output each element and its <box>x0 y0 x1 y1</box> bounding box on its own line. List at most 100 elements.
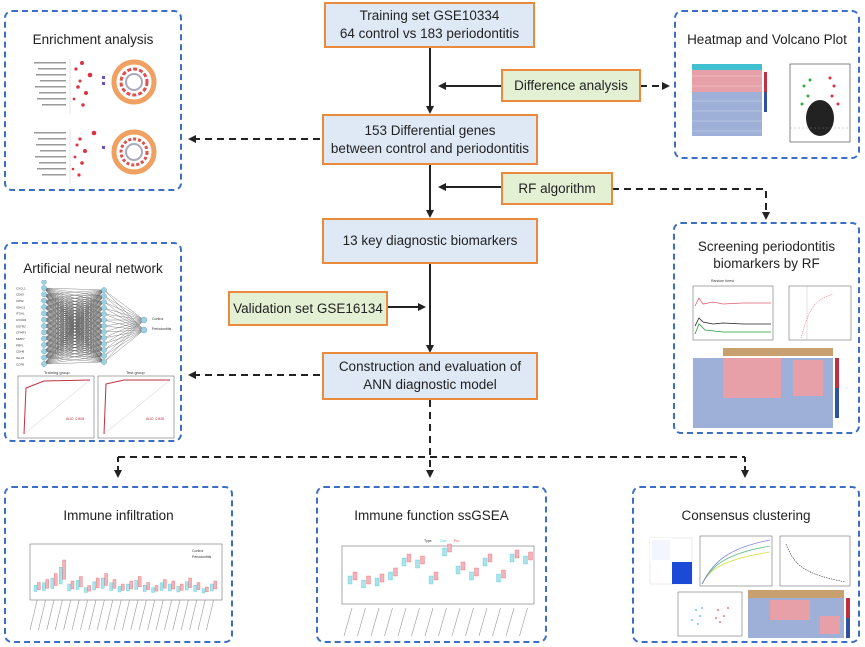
ann-line-1: Construction and evaluation of <box>338 359 522 374</box>
infil-box-control <box>75 580 80 590</box>
roc-test-auc: AUC: 0.828 <box>146 417 164 421</box>
ann-hidden-node <box>101 305 107 311</box>
infil-tick <box>206 599 214 631</box>
type-legend-con: Con <box>440 539 446 543</box>
func-tick <box>384 607 393 637</box>
infil-tick <box>63 599 72 631</box>
infil-tick <box>189 599 198 631</box>
infil-tick <box>71 599 80 631</box>
ann-gene-label: IGLL5 <box>16 356 25 360</box>
ann-hidden-node <box>101 329 107 335</box>
ann-gene-label: CXCR4 <box>16 318 27 322</box>
infil-box-control <box>126 583 130 592</box>
func-box-con <box>523 555 528 565</box>
infil-box-periodontitis <box>154 585 159 592</box>
func-box-pro <box>433 571 439 581</box>
ann-input-node <box>41 291 47 298</box>
infil-tick <box>80 599 88 631</box>
func-tick <box>424 607 434 637</box>
func-box-pro <box>447 543 452 553</box>
func-tick <box>492 607 501 637</box>
ann-network-thumbnail: Training group Test group AUC: 0.808 AUC… <box>16 280 175 439</box>
infil-box-control <box>168 583 172 592</box>
immune-function-title: Immune function ssGSEA <box>354 508 509 523</box>
func-box-pro <box>420 555 425 565</box>
ann-hidden-node <box>101 335 107 341</box>
func-box-con <box>374 577 380 587</box>
infil-tick <box>113 599 122 631</box>
func-box-pro <box>487 553 493 563</box>
infil-box-periodontitis <box>37 582 41 590</box>
ann-gene-label: CD69 <box>16 293 24 297</box>
func-box-pro <box>366 575 371 585</box>
ann-output-control: Control <box>152 317 164 321</box>
infil-box-periodontitis <box>62 559 66 580</box>
infil-tick <box>88 599 97 631</box>
func-tick <box>343 607 353 637</box>
ann-hidden-node <box>101 317 107 323</box>
func-box-con <box>509 553 515 563</box>
key-biomarkers-label: 13 key diagnostic biomarkers <box>342 233 518 248</box>
infil-tick <box>46 599 55 631</box>
ann-input-node <box>41 304 47 310</box>
func-box-con <box>482 557 488 567</box>
ann-gene-label: IGHG1 <box>16 305 26 309</box>
ann-input-node <box>41 335 47 342</box>
ann-network-title: Artificial neural network <box>23 261 163 276</box>
ann-gene-label: CFHR3 <box>16 331 26 335</box>
infil-legend-periodontitis: Periodontitis <box>192 555 212 559</box>
func-box-pro <box>379 573 385 583</box>
infil-tick <box>197 599 206 631</box>
infil-box-control <box>143 585 147 592</box>
func-box-con <box>401 557 407 567</box>
ann-hidden-node <box>101 311 107 317</box>
infil-tick <box>138 599 147 631</box>
heatmap-volcano-thumbnail <box>692 63 851 143</box>
ann-hidden-node <box>101 353 107 359</box>
infil-legend-control: Control <box>192 549 204 553</box>
infil-box-periodontitis <box>188 577 192 588</box>
infil-tick <box>180 599 189 631</box>
ann-gene-label: SSTR2 <box>16 324 26 328</box>
func-box-con <box>388 571 393 581</box>
func-tick <box>451 607 461 637</box>
infil-box-control <box>50 577 54 589</box>
func-box-con <box>428 575 434 585</box>
infil-tick <box>29 599 38 631</box>
ann-gene-label: CD52 <box>16 299 24 303</box>
differential-genes-node: 153 Differential genes between control an… <box>322 114 538 165</box>
infil-tick <box>54 599 63 631</box>
infil-box-control <box>151 587 155 593</box>
func-tick <box>519 607 528 637</box>
infil-tick <box>164 599 172 631</box>
ann-gene-label: ITGAL <box>16 312 25 316</box>
infil-tick <box>105 599 114 631</box>
diffgenes-line-2: between control and periodontitis <box>330 140 530 156</box>
func-box-pro <box>393 567 398 577</box>
infil-box-control <box>33 585 38 592</box>
ann-input-node <box>41 329 47 336</box>
infil-box-control <box>67 583 71 592</box>
infil-box-control <box>84 587 88 593</box>
diffgenes-line-1: 153 Differential genes <box>364 122 496 138</box>
enrichment-thumbnail <box>34 59 157 184</box>
ann-input-node <box>41 316 47 323</box>
func-box-pro <box>528 551 533 561</box>
immune-infiltration-panel: Immune infiltration Control Periodontiti… <box>4 486 233 643</box>
key-biomarkers-node: 13 key diagnostic biomarkers <box>322 218 538 264</box>
ann-bias-node <box>41 280 47 285</box>
infil-box-periodontitis <box>70 580 75 590</box>
roc-test-title: Test group <box>126 370 145 375</box>
consensus-title: Consensus clustering <box>681 508 811 523</box>
ann-input-node <box>41 348 47 355</box>
infil-box-periodontitis <box>112 579 117 589</box>
rf-screen-title: Screening periodontitis biomarkers by RF <box>675 238 858 272</box>
ann-input-node <box>41 310 47 317</box>
infil-box-control <box>159 582 164 591</box>
heatmap-volcano-panel: Heatmap and Volcano Plot <box>674 10 860 159</box>
ann-input-node <box>41 297 47 304</box>
ann-gene-label: CDH8 <box>16 350 24 354</box>
difference-analysis-label: Difference analysis <box>514 77 628 93</box>
